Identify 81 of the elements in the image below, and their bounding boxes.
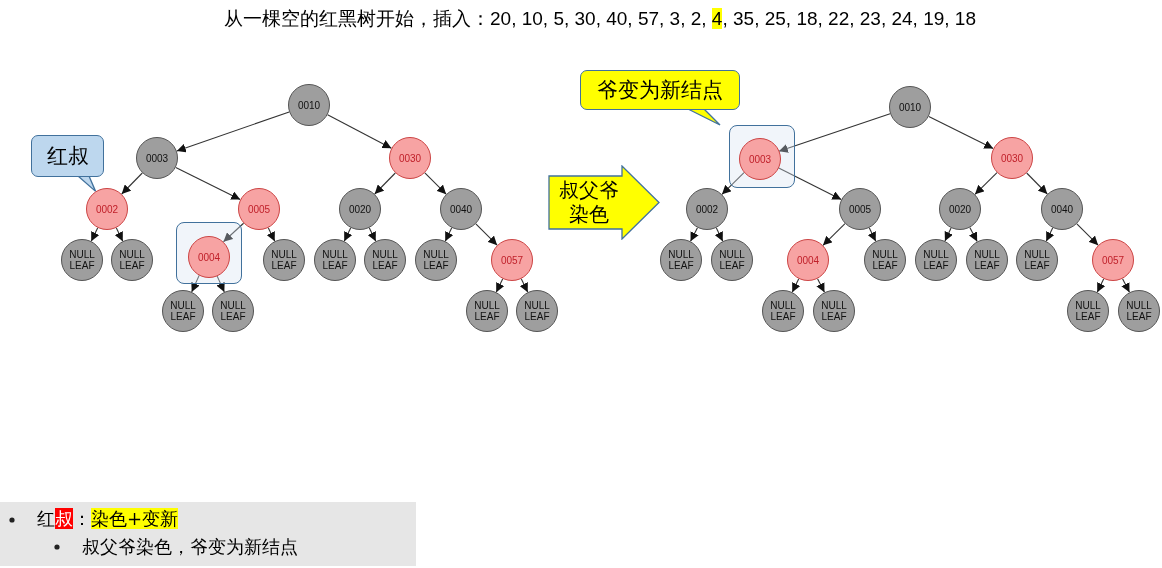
note-text: 红叔：染色+变新 <box>37 507 179 531</box>
leaf-node: NULL LEAF <box>364 239 406 281</box>
tree-node: 0004 <box>188 236 230 278</box>
tree-node: 0003 <box>136 137 178 179</box>
highlight-frame <box>176 222 242 284</box>
arrow <box>974 172 998 195</box>
arrow <box>114 227 124 242</box>
arrow <box>867 227 877 242</box>
tree-node: 0003 <box>739 138 781 180</box>
leaf-node: NULL LEAF <box>314 239 356 281</box>
arrow <box>343 227 353 242</box>
callout-bubble: 红叔 <box>31 135 104 177</box>
tree-node: 0002 <box>686 188 728 230</box>
leaf-node: NULL LEAF <box>212 290 254 332</box>
arrow <box>1121 278 1130 293</box>
tree-node: 0010 <box>288 84 330 126</box>
arrow <box>444 227 454 242</box>
arrow <box>1026 172 1048 195</box>
block-arrow: 叔父爷染色 <box>548 165 660 240</box>
tree-node: 0020 <box>939 188 981 230</box>
leaf-node: NULL LEAF <box>813 290 855 332</box>
arrow <box>1045 227 1055 242</box>
arrow <box>944 227 953 242</box>
tree-node: 0057 <box>1092 239 1134 281</box>
arrow <box>327 114 392 149</box>
arrow <box>1096 278 1106 293</box>
arrow <box>374 172 396 195</box>
leaf-node: NULL LEAF <box>915 239 957 281</box>
arrow <box>778 113 891 153</box>
arrow <box>791 278 801 293</box>
highlight-frame <box>729 125 795 188</box>
leaf-node: NULL LEAF <box>162 290 204 332</box>
tree-node: 0057 <box>491 239 533 281</box>
leaf-node: NULL LEAF <box>516 290 558 332</box>
arrow <box>969 227 978 242</box>
arrow <box>121 172 143 195</box>
tree-node: 0005 <box>839 188 881 230</box>
arrow <box>816 278 825 293</box>
leaf-node: NULL LEAF <box>1016 239 1058 281</box>
arrow <box>777 166 842 201</box>
arrow <box>367 227 377 242</box>
title: 从一棵空的红黑树开始，插入：20, 10, 5, 30, 40, 57, 3, 2, 4, 35, 25, 18, 22, 23, 24, 19, 18 <box>224 8 976 29</box>
arrow <box>90 227 100 242</box>
tree-node: 0010 <box>889 86 931 128</box>
arrow <box>191 274 200 293</box>
arrow <box>822 223 846 246</box>
arrow <box>928 115 994 150</box>
arrow <box>1076 223 1099 246</box>
arrow <box>266 227 276 242</box>
arrow <box>176 111 290 153</box>
leaf-node: NULL LEAF <box>864 239 906 281</box>
tree-node: 0005 <box>238 188 280 230</box>
leaf-node: NULL LEAF <box>762 290 804 332</box>
leaf-node: NULL LEAF <box>1118 290 1160 332</box>
leaf-node: NULL LEAF <box>1067 290 1109 332</box>
leaf-node: NULL LEAF <box>61 239 103 281</box>
arrow <box>424 172 447 195</box>
leaf-node: NULL LEAF <box>415 239 457 281</box>
arrow <box>714 227 724 242</box>
leaf-node: NULL LEAF <box>111 239 153 281</box>
leaf-node: NULL LEAF <box>711 239 753 281</box>
arrow <box>690 227 699 242</box>
tree-node: 0020 <box>339 188 381 230</box>
tree-node: 0030 <box>991 137 1033 179</box>
leaf-node: NULL LEAF <box>263 239 305 281</box>
arrow <box>721 172 745 195</box>
note-text: 叔父爷染色，爷变为新结点 <box>82 535 298 559</box>
arrow <box>519 278 529 293</box>
tree-node: 0002 <box>86 188 128 230</box>
tree-node: 0004 <box>787 239 829 281</box>
leaf-node: NULL LEAF <box>660 239 702 281</box>
arrow <box>475 223 498 246</box>
arrow <box>216 274 225 293</box>
tree-node: 0030 <box>389 137 431 179</box>
tree-node: 0040 <box>1041 188 1083 230</box>
arrow <box>495 278 505 293</box>
arrow <box>222 222 245 243</box>
tree-node: 0040 <box>440 188 482 230</box>
arrow <box>175 166 241 201</box>
leaf-node: NULL LEAF <box>966 239 1008 281</box>
leaf-node: NULL LEAF <box>466 290 508 332</box>
